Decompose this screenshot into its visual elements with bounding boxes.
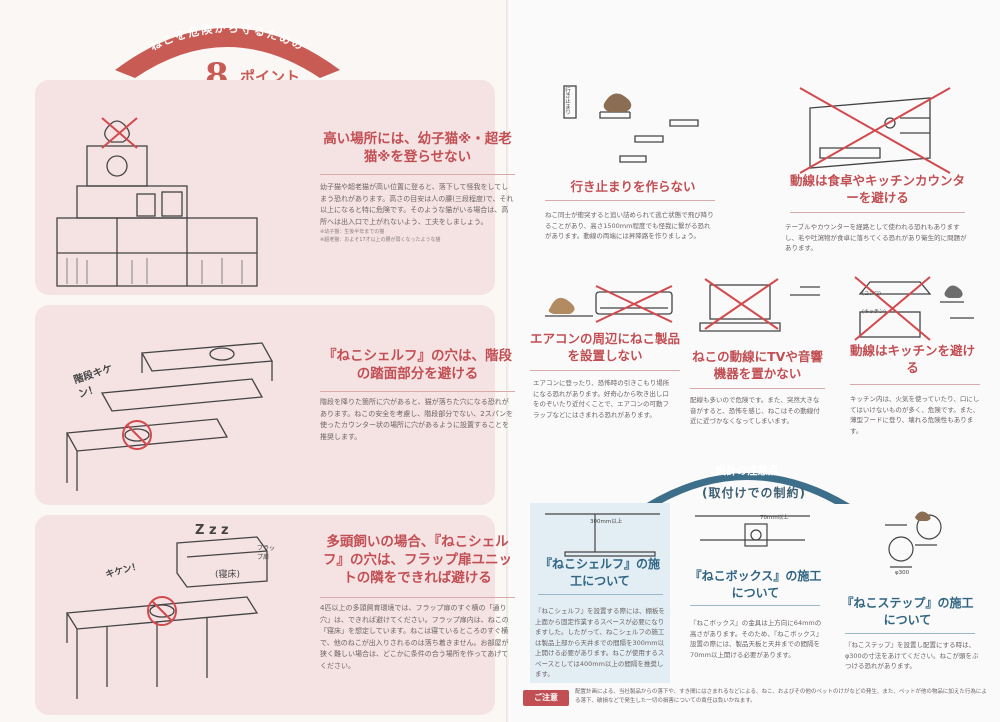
kitchen-body: キッチン内は、火気を使っていたり、口にしてはいけないものが多く、危険です。また、… (850, 395, 980, 435)
box-dimension: 70mm以上 (760, 515, 789, 521)
box-install-divider (690, 605, 820, 606)
kitchen-counter-body: テーブルやカウンターを経路として使われる恐れもありますし、毛や吐瀉物が食卓に落ち… (785, 223, 967, 252)
point-1-note-a: ※幼子猫：生後半年までの猫 (320, 229, 385, 235)
flap-door-label: フラップ扉 (257, 545, 276, 561)
point-2-body: 階段を降りた箇所に穴があると、猫が落ちた穴になる恐れがあります。ねこの安全を考慮… (320, 398, 514, 441)
kitchen-title: 動線はキッチンを避ける (850, 343, 976, 375)
point-2-divider (320, 391, 515, 392)
step-install-body: 『ねこステップ』を設置し配置にする時は、φ300の寸法をあけてください。ねこが頭… (845, 641, 979, 670)
tv-body: 配線も多いので危険です。また、突然大きな音がすると、恐怖を感じ、ねこはその動線付… (690, 396, 820, 425)
stair-hole-illustration (47, 313, 277, 498)
box-install-illustration (690, 510, 815, 559)
shelf-install-title: 『ねこシェルフ』の施工について (539, 557, 660, 588)
kitchen-divider (850, 384, 980, 385)
caution-badge: ご注意 (523, 690, 569, 706)
kitchen-counter-divider (790, 212, 965, 213)
page-fold (506, 0, 510, 722)
point-3-divider (320, 597, 515, 598)
header-arch: ねこを危険から守るための (115, 21, 340, 78)
shelf-illustration (47, 88, 277, 288)
aircon-divider (530, 370, 680, 371)
kitchen-label: (キッチン) (862, 309, 886, 315)
dead-end-title: 行き止まりを作らない (570, 179, 696, 194)
shelf-install-body: 『ねこシェルフ』を設置する際には、棚板を上面から固定作業するスペースが必要になり… (535, 607, 665, 678)
shelf-dimension: 300mm以上 (590, 519, 623, 525)
flap-door-illustration (47, 523, 277, 713)
point-card-2: 階段キケン！ 『ねこシェルフ』の穴は、階段の踏面部分を避ける 階段を降りた箇所に… (35, 305, 515, 505)
tv-illustration (690, 275, 830, 339)
banner-text: 設計の注意点 (716, 464, 779, 477)
shelf-install-divider (538, 594, 663, 595)
box-install-title: 『ねこボックス』の施工について (689, 569, 822, 600)
dead-end-illustration (560, 82, 710, 176)
tv-divider (690, 388, 825, 389)
aircon-title: エアコンの周辺にねこ製品を設置しない (530, 331, 681, 363)
kitchen-counter-illustration (790, 78, 960, 182)
aircon-illustration (540, 278, 680, 332)
point-card-3: Z z z キケン！ (寝床) フラップ扉 多頭飼いの場合、『ねこシェルフ』の穴… (35, 515, 515, 715)
point-1-body: 幼子猫や超老猫が高い位置に登ると、落下して怪我をしてしまう恐れがあります。高さの… (320, 183, 514, 226)
step-install-title: 『ねこステップ』の施工について (841, 596, 974, 627)
dead-end-divider (545, 200, 715, 201)
point-2-title: 『ねこシェルフ』の穴は、階段の踏面部分を避ける (323, 348, 512, 382)
dead-end-sign: 行き止まり (564, 87, 570, 115)
point-card-1: 高い場所には、幼子猫※・超老猫※を登らせない 幼子猫や超老猫が高い位置に登ると、… (35, 80, 515, 295)
shelf-install-card (530, 503, 670, 683)
stove-label: (コンロ) (862, 291, 881, 297)
design-notes-banner: 設計の注意点 (645, 464, 850, 504)
caution-text: 配置計画による、当社製品からの落下や、すき間にはさまれるなどによる、ねこ、および… (575, 689, 987, 704)
point-3-body: 4匹以上の多頭飼育環境では、フラップ扉のすぐ横の「通り穴」は、できれば避けてくだ… (320, 604, 509, 670)
design-notes-subtitle: (取付けでの制約) (702, 486, 806, 500)
step-dimension: φ300 (895, 570, 910, 576)
point-1-title: 高い場所には、幼子猫※・超老猫※を登らせない (323, 131, 512, 165)
shelf-install-illustration (540, 508, 665, 562)
box-install-body: 『ねこボックス』の金具は上方向に64mmの高さがあります。そのため、『ねこボック… (690, 619, 823, 659)
step-install-divider (845, 633, 975, 634)
point-1-divider (320, 174, 515, 175)
point-3-title: 多頭飼いの場合、『ねこシェルフ』の穴は、フラップ扉ユニットの隣をできれば避ける (323, 534, 512, 586)
dead-end-body: ねこ同士が衝突すると追い詰められて逃亡状態で飛び降りることがあり、高さ1500m… (545, 211, 714, 240)
point-1-note-b: ※超老猫：およそ17才以上の腰が弱くなったような猫 (320, 237, 441, 243)
bed-label: (寝床) (215, 570, 241, 580)
tv-title: ねこの動線にTVや音響機器を置かない (692, 349, 823, 381)
step-install-illustration (875, 505, 955, 594)
sleep-zzz: Z z z (195, 523, 229, 538)
kitchen-counter-title: 動線は食卓やキッチンカウンターを避ける (790, 173, 966, 205)
kitchen-illustration (850, 272, 980, 346)
aircon-body: エアコンに登ったり、恐怖時の引きこもり場所になる恐れがあります。好奇心から吹き出… (533, 379, 670, 419)
